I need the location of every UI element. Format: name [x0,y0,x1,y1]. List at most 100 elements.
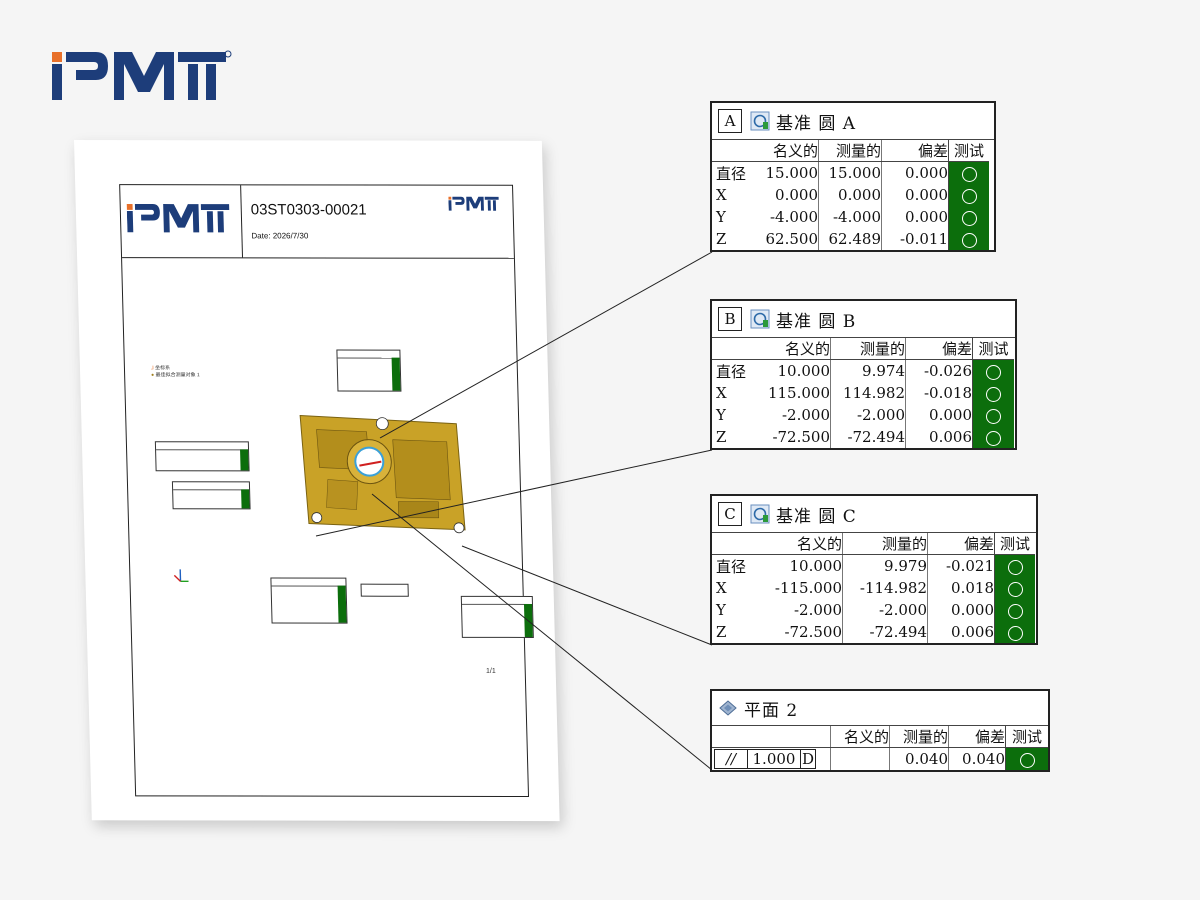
pass-indicator [948,228,989,250]
cell-measured: -2.000 [830,404,906,426]
col-deviation: 偏差 [927,533,995,555]
cell-deviation: 0.006 [905,426,973,448]
cell-measured: -2.000 [842,599,928,621]
cell-measured: 9.979 [842,554,928,577]
cell-nominal: 10.000 [789,557,843,575]
parallelism-symbol: // [714,749,748,769]
pass-indicator [948,184,989,206]
table-row: Y -2.000 -2.000 0.000 [712,404,1014,426]
cell-deviation: 0.006 [927,621,995,643]
row-label: Z [716,428,727,446]
table-row: Z -72.500 -72.494 0.006 [712,426,1014,448]
cell-nominal: -115.000 [774,579,842,597]
row-label: X [716,384,727,402]
row-label: X [716,579,727,597]
report-logo-small [448,196,499,211]
col-nominal: 名义的 [830,726,890,748]
mini-table-c [460,595,534,638]
row-label: Y [716,208,726,226]
datum-table-c: C 基准 圆 C 名义的 测量的 偏差 测试 直径 10.000 9.979 -… [710,494,1038,645]
plane-table-title: 平面 2 [744,700,799,721]
table-a-grid: 名义的 测量的 偏差 测试 直径 15.000 15.000 0.000 X 0… [712,140,989,250]
col-test: 测试 [948,140,989,162]
cell-nominal: 115.000 [767,384,830,402]
cell-nominal: 15.000 [765,164,819,182]
table-row: Y -4.000 -4.000 0.000 [712,206,989,228]
part-model [299,414,466,534]
table-b-grid: 名义的 测量的 偏差 测试 直径 10.000 9.974 -0.026 X 1… [712,338,1014,448]
row-label: X [716,186,727,204]
pass-indicator [994,554,1035,577]
row-label: Y [716,601,726,619]
circle-feature-icon [750,504,770,524]
col-measured: 测量的 [889,726,949,748]
pass-indicator [1005,747,1048,770]
table-row: 直径 15.000 15.000 0.000 [712,161,989,184]
report-date: Date: 2026/7/30 [251,231,309,241]
cell-measured: -114.982 [842,577,928,599]
table-a-title: 基准 圆 A [776,113,857,134]
circle-feature-icon [750,111,770,131]
cell-deviation: 0.040 [948,747,1006,770]
col-nominal: 名义的 [756,338,831,360]
table-row: Z 62.500 62.489 -0.011 [712,228,989,250]
pmt-logo [52,50,232,100]
mini-table-plane-d [360,583,409,597]
legend-item-bestfit: 最佳拟合测量对象 1 [155,372,200,379]
col-nominal: 名义的 [756,533,843,555]
table-row: X 0.000 0.000 0.000 [712,184,989,206]
row-label: 直径 [716,557,747,576]
mini-table-a [336,349,402,392]
report-frame: 03ST0303-00021 Date: 2026/7/30 ⅃ 坐标系 ● 最… [119,184,534,798]
legend-item-coordinate: 坐标系 [155,365,171,372]
pass-indicator [972,404,1014,426]
datum-letter-c: C [718,502,742,526]
report-legend: ⅃ 坐标系 ● 最佳拟合测量对象 1 [150,365,200,379]
cell-deviation: 0.000 [881,206,949,228]
table-row: 直径 10.000 9.974 -0.026 [712,359,1014,382]
row-label: Z [716,230,727,248]
pass-indicator [994,599,1035,621]
table-c-title: 基准 圆 C [776,506,857,527]
report-logo [126,203,230,233]
cell-deviation: 0.000 [881,161,949,184]
report-page: 03ST0303-00021 Date: 2026/7/30 ⅃ 坐标系 ● 最… [74,140,560,822]
cell-nominal: 10.000 [777,362,831,380]
table-row: Y -2.000 -2.000 0.000 [712,599,1035,621]
table-b-header: B 基准 圆 B [712,301,1015,338]
row-label: 直径 [716,362,747,381]
tolerance-value: 1.000 [748,749,801,769]
axis-triad-icon [173,569,189,583]
pass-indicator [948,161,989,184]
cell-measured: 62.489 [818,228,882,250]
mini-table-plane [171,481,251,510]
cell-nominal [830,747,890,770]
col-test: 测试 [1005,726,1048,748]
col-deviation: 偏差 [948,726,1006,748]
cell-measured: -72.494 [842,621,928,643]
col-nominal: 名义的 [756,140,819,162]
cell-nominal: -4.000 [769,208,818,226]
cell-deviation: 0.000 [881,184,949,206]
page-number: 1/1 [486,668,496,675]
cell-deviation: 0.000 [905,404,973,426]
table-a-header: A 基准 圆 A [712,103,994,140]
table-row: 直径 10.000 9.979 -0.021 [712,554,1035,577]
table-c-grid: 名义的 测量的 偏差 测试 直径 10.000 9.979 -0.021 X -… [712,533,1035,643]
circle-feature-icon [750,309,770,329]
pass-indicator [994,621,1035,643]
datum-table-a: A 基准 圆 A 名义的 测量的 偏差 测试 直径 15.000 15.000 … [710,101,996,252]
report-logo-box [120,185,244,258]
mini-table-feature-1 [154,441,250,472]
table-c-header: C 基准 圆 C [712,496,1036,533]
pass-indicator [972,382,1014,404]
cell-nominal: -72.500 [784,623,842,641]
table-row: X 115.000 114.982 -0.018 [712,382,1014,404]
mini-table-b [270,577,348,624]
pass-indicator [972,426,1014,448]
cell-deviation: -0.011 [881,228,949,250]
table-b-title: 基准 圆 B [776,311,857,332]
